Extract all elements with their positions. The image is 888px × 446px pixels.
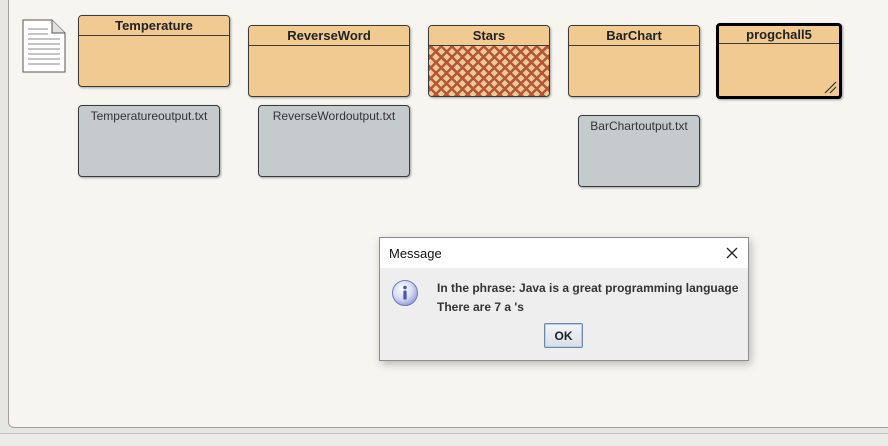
- output-file-label: ReverseWordoutput.txt: [272, 109, 396, 123]
- class-title: Temperature: [79, 16, 229, 36]
- class-title: progchall5: [719, 26, 839, 44]
- class-reverseword[interactable]: ReverseWord: [248, 25, 410, 97]
- message-dialog[interactable]: Message In the phrase: Java is a great p…: [379, 237, 749, 361]
- class-barchart[interactable]: BarChart: [568, 25, 700, 97]
- output-file-barchart[interactable]: BarChartoutput.txt: [578, 115, 700, 187]
- class-title: Stars: [429, 26, 549, 46]
- dialog-titlebar[interactable]: Message: [380, 238, 748, 268]
- readme-document-icon[interactable]: [22, 19, 66, 73]
- info-icon: [392, 280, 418, 306]
- output-file-temperature[interactable]: Temperatureoutput.txt: [78, 105, 220, 177]
- class-stars[interactable]: Stars: [428, 25, 550, 97]
- class-progchall5[interactable]: progchall5: [716, 23, 842, 99]
- dialog-message-line-1: In the phrase: Java is a great programmi…: [437, 281, 739, 295]
- class-title: ReverseWord: [249, 26, 409, 46]
- output-file-label: BarChartoutput.txt: [590, 119, 688, 133]
- output-file-label: Temperatureoutput.txt: [90, 109, 208, 123]
- dialog-message-line-2: There are 7 a 's: [437, 300, 524, 314]
- output-file-reverseword[interactable]: ReverseWordoutput.txt: [258, 105, 410, 177]
- class-title: BarChart: [569, 26, 699, 46]
- ok-button[interactable]: OK: [544, 323, 583, 348]
- resize-grip-icon[interactable]: [823, 80, 837, 94]
- status-strip: [0, 433, 888, 446]
- uncompiled-hatch-pattern: [429, 46, 549, 96]
- close-icon[interactable]: [724, 245, 740, 261]
- class-temperature[interactable]: Temperature: [78, 15, 230, 87]
- dialog-title: Message: [389, 246, 442, 261]
